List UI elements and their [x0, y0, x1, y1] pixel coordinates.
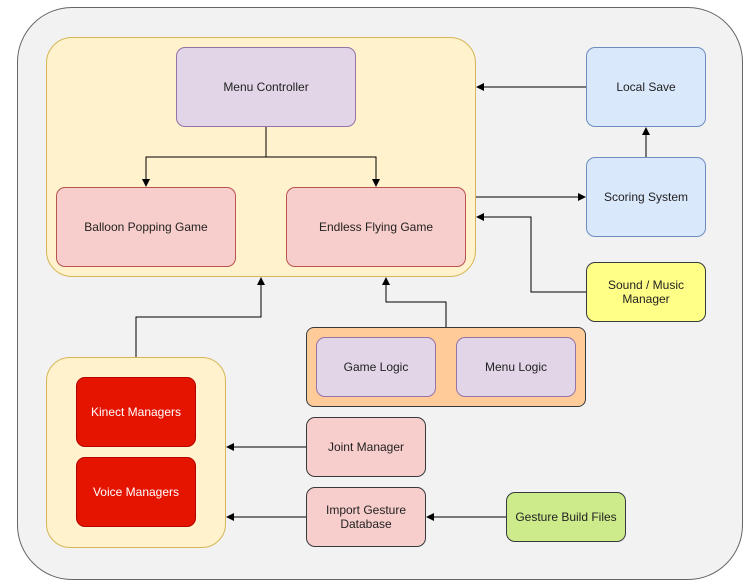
sound-music-manager-label: Sound / Music Manager [607, 278, 685, 306]
kinect-managers-label: Kinect Managers [90, 405, 182, 419]
endless-flying-game-node[interactable]: Endless Flying Game [286, 187, 466, 267]
local-save-label: Local Save [616, 80, 676, 94]
edge-menu-to-endless [266, 156, 380, 187]
edge-input-to-games [135, 277, 265, 357]
gesture-build-files-label: Gesture Build Files [515, 510, 617, 524]
balloon-popping-game-node[interactable]: Balloon Popping Game [56, 187, 236, 267]
endless-flying-game-label: Endless Flying Game [318, 220, 434, 234]
edge-logic-to-games [382, 277, 447, 327]
edge-menu-to-balloon [142, 127, 267, 187]
joint-manager-label: Joint Manager [327, 440, 405, 454]
import-gesture-database-label: Import Gesture Database [325, 503, 407, 531]
scoring-system-label: Scoring System [603, 190, 689, 204]
kinect-managers-node[interactable]: Kinect Managers [76, 377, 196, 447]
joint-manager-node[interactable]: Joint Manager [306, 417, 426, 477]
voice-managers-label: Voice Managers [92, 485, 180, 499]
import-gesture-database-node[interactable]: Import Gesture Database [306, 487, 426, 547]
menu-logic-label: Menu Logic [484, 360, 548, 374]
menu-controller-node[interactable]: Menu Controller [176, 47, 356, 127]
scoring-system-node[interactable]: Scoring System [586, 157, 706, 237]
sound-music-manager-node[interactable]: Sound / Music Manager [586, 262, 706, 322]
gesture-build-files-node[interactable]: Gesture Build Files [506, 492, 626, 542]
menu-controller-label: Menu Controller [223, 80, 309, 94]
voice-managers-node[interactable]: Voice Managers [76, 457, 196, 527]
balloon-popping-game-label: Balloon Popping Game [84, 220, 208, 234]
local-save-node[interactable]: Local Save [586, 47, 706, 127]
game-logic-label: Game Logic [343, 360, 409, 374]
game-logic-node[interactable]: Game Logic [316, 337, 436, 397]
menu-logic-node[interactable]: Menu Logic [456, 337, 576, 397]
edge-sound-to-games [476, 213, 586, 293]
